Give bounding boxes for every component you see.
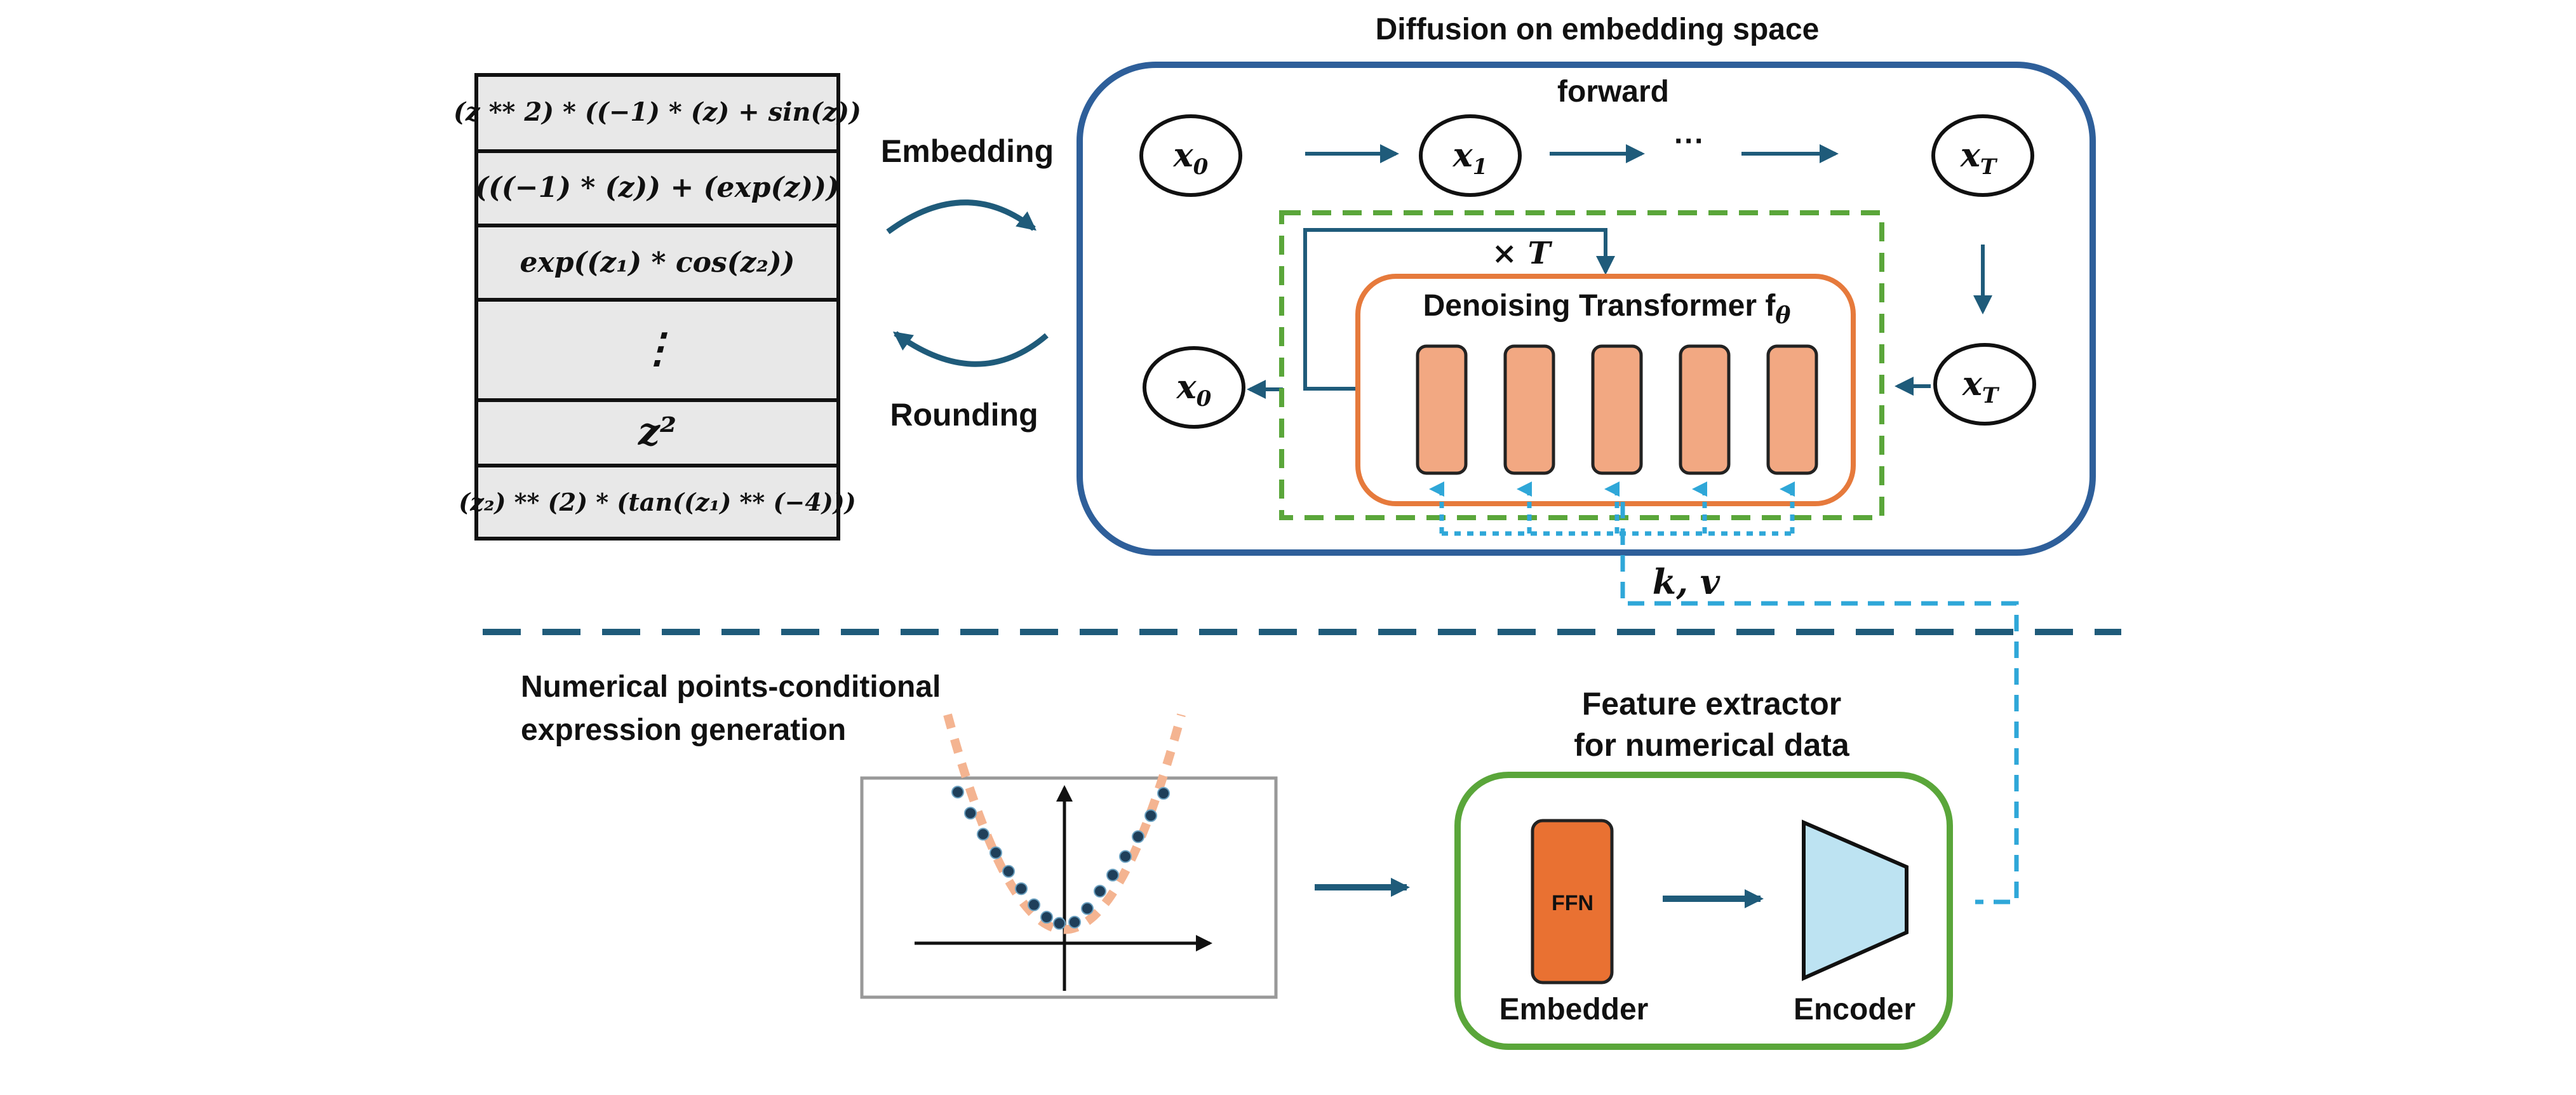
encoder-shape	[1802, 819, 1909, 981]
plot-point	[977, 828, 989, 841]
transformer-block	[1679, 344, 1731, 475]
numerical-plot	[860, 713, 1278, 999]
node-x1: x1	[1419, 114, 1522, 197]
expression-cell: (z ** 2) * ((−1) * (z) + sin(z))	[453, 97, 861, 127]
forward-ellipsis: ···	[1674, 124, 1705, 158]
rounding-arrow	[892, 331, 1049, 367]
feature-title-line2: for numerical data	[1574, 727, 1850, 763]
ffn-block	[1531, 819, 1614, 984]
svg-text:x0: x0	[1173, 136, 1209, 180]
kv-connections	[1429, 481, 1795, 536]
plot-point	[1157, 787, 1170, 800]
embedding-label: Embedding	[881, 133, 1054, 169]
plot-point	[989, 846, 1002, 859]
plot-point	[964, 807, 977, 820]
denoising-loop-region	[1279, 210, 1884, 520]
node-xT-top: xT	[1931, 114, 2034, 197]
plot-point	[1028, 898, 1040, 911]
forward-label: forward	[1557, 75, 1669, 109]
plot-point	[1144, 809, 1157, 823]
kv-label: k, v	[1653, 561, 1721, 602]
numerical-title-line2: expression generation	[521, 713, 846, 747]
transformer-block	[1503, 344, 1555, 475]
plot-point	[1002, 864, 1015, 878]
diffusion-title: Diffusion on embedding space	[1376, 13, 1820, 46]
plot-point	[1106, 868, 1119, 882]
encoder-label: Encoder	[1794, 993, 1915, 1026]
ffn-label: FFN	[1552, 891, 1593, 915]
plot-point	[1119, 850, 1132, 863]
transformer-block	[1416, 344, 1468, 475]
plot-point	[1132, 830, 1144, 843]
plot-points	[951, 786, 1170, 930]
kv-link-line	[1620, 502, 2019, 904]
loop-arrow	[1303, 228, 1615, 391]
embedder-label: Embedder	[1499, 993, 1649, 1026]
node-xT-right: xT	[1933, 343, 2036, 426]
plot-point	[1015, 882, 1028, 896]
transformer-block	[1591, 344, 1643, 475]
svg-text:xT: xT	[1962, 365, 2000, 408]
svg-text:xT: xT	[1960, 136, 1998, 180]
expression-list: (z ** 2) * ((−1) * (z) + sin(z)) (((−1) …	[453, 73, 861, 541]
transformer-block	[1766, 344, 1818, 475]
numerical-title-line1: Numerical points-conditional	[521, 670, 941, 704]
expression-cell: ⋮	[637, 325, 678, 372]
plot-point	[951, 786, 964, 799]
expression-cell: (z₂) ** (2) * (tan((z₁) ** (−4)))	[459, 488, 855, 516]
node-x0-top: x0	[1139, 114, 1242, 197]
rounding-label: Rounding	[890, 397, 1038, 433]
diffusion-panel: Diffusion on embedding space forward x0 …	[1077, 13, 2096, 556]
feature-extractor: FFN Embedder Encoder	[1454, 772, 1953, 1050]
plot-point	[1068, 915, 1081, 929]
node-x0-left: x0	[1143, 346, 1245, 429]
svg-text:x0: x0	[1176, 368, 1212, 412]
expression-cell: z²	[638, 410, 676, 454]
embedding-rounding: Embedding Rounding	[881, 133, 1054, 433]
times-T-label: × T	[1492, 236, 1553, 271]
feature-title-line1: Feature extractor	[1582, 686, 1842, 722]
expression-cell: (((−1) * (z)) + (exp(z)))	[475, 171, 839, 204]
plot-point	[1040, 911, 1053, 924]
transformer-blocks	[1416, 344, 1818, 475]
plot-point	[1094, 885, 1106, 898]
plot-point	[1053, 917, 1066, 930]
denoising-transformer-title: Denoising Transformer fθ	[1423, 289, 1791, 329]
expression-cell: exp((z₁) * cos(z₂))	[520, 246, 795, 279]
plot-point	[1081, 902, 1094, 915]
embedding-arrow	[886, 199, 1036, 234]
svg-text:x1: x1	[1452, 136, 1488, 180]
